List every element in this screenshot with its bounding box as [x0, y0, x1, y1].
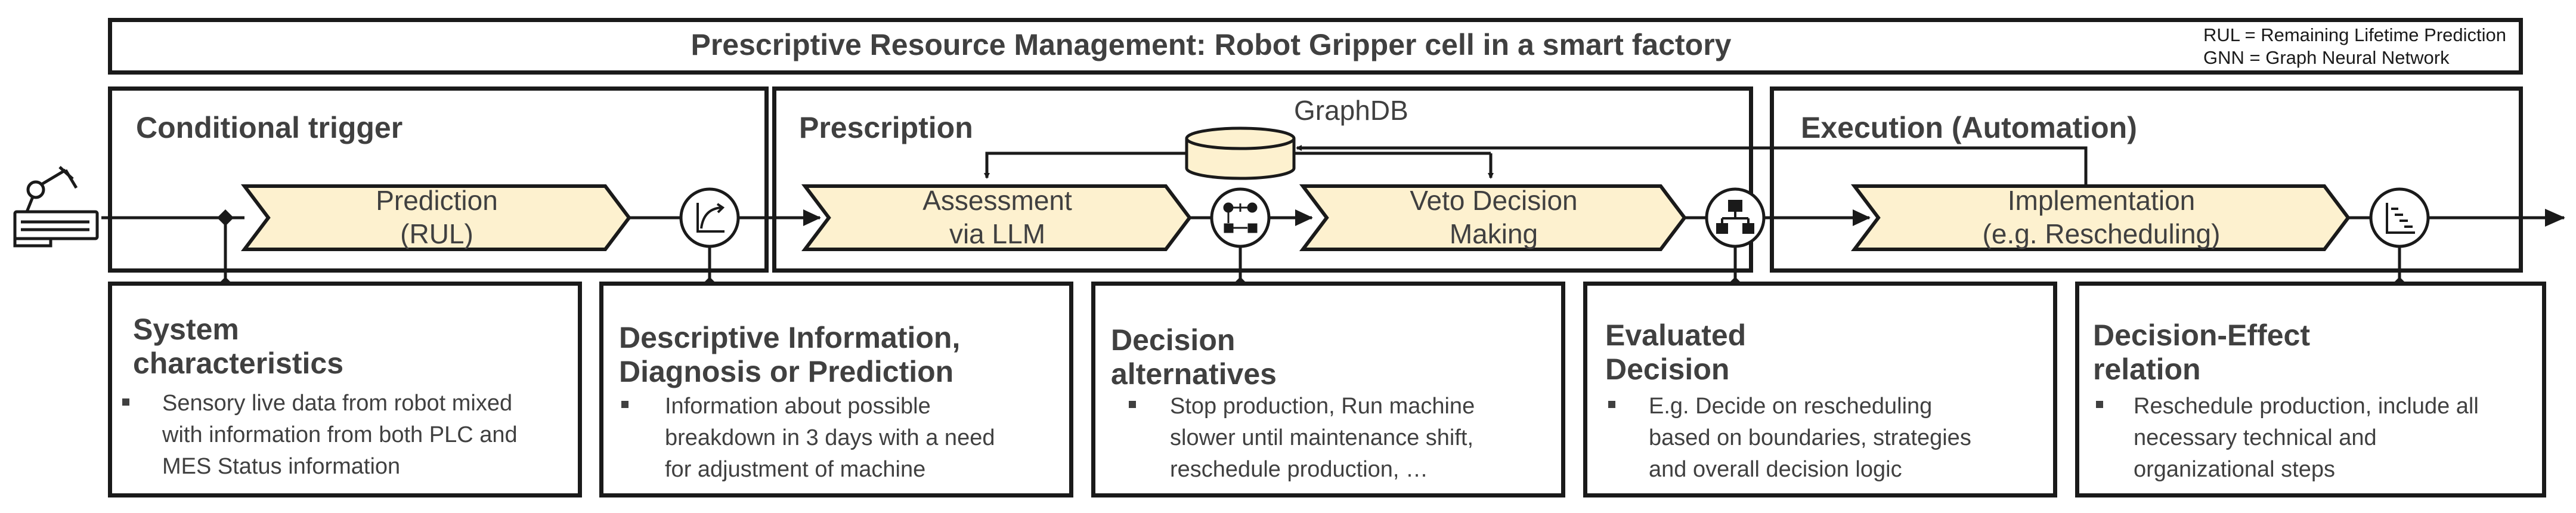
- card-1-title-line2: characteristics: [133, 347, 344, 380]
- card-3-title-line2: alternatives: [1111, 357, 1277, 391]
- step-implementation-label: Implementation (e.g. Rescheduling): [1878, 184, 2324, 251]
- card-3-body-line3: reschedule production, …: [1170, 457, 1429, 482]
- trend-chart-glyph: [696, 203, 725, 233]
- step-prediction-line1: Prediction: [376, 185, 498, 216]
- card-5-body-line2: necessary technical and: [2134, 425, 2377, 450]
- card-descriptive-information: [599, 282, 1073, 497]
- diagram-title: Prescriptive Resource Management: Robot …: [691, 28, 1732, 61]
- card-evaluated-decision: [1583, 282, 2057, 497]
- implementation-to-graphdb: [1296, 145, 2088, 186]
- step-implementation-line2: (e.g. Rescheduling): [1982, 218, 2221, 249]
- legend-gnn: GNN = Graph Neural Network: [2203, 47, 2450, 68]
- card-1-body-line3: MES Status information: [162, 454, 401, 479]
- card-1-bullet: [122, 398, 129, 406]
- card-5-body-line1: Reschedule production, include all: [2134, 394, 2479, 419]
- step-veto-line2: Making: [1449, 218, 1538, 249]
- card-4-body-line2: based on boundaries, strategies: [1649, 425, 1971, 450]
- card-4-title-line2: Decision: [1605, 353, 1730, 386]
- card-5-title-line2: relation: [2093, 353, 2201, 386]
- graphdb-connectors: [984, 145, 2088, 186]
- card-1-body-line1: Sensory live data from robot mixed: [162, 391, 513, 416]
- card-2-bullet: [621, 401, 628, 408]
- step-assessment-line2: via LLM: [949, 218, 1046, 249]
- card-1-body-line2: with information from both PLC and: [162, 422, 518, 447]
- decision-alternatives-glyph: [1223, 202, 1258, 233]
- section-frame-execution: [1770, 86, 2523, 273]
- graphdb-to-assessment: [984, 152, 1193, 179]
- decision-alternatives-icon: [1210, 187, 1271, 248]
- database-icon: [1185, 126, 1296, 180]
- card-4-body-line1: E.g. Decide on rescheduling: [1649, 394, 1933, 419]
- card-5-title-line1: Decision-Effect: [2093, 319, 2310, 352]
- card-system-characteristics: [108, 282, 582, 497]
- gantt-glyph: [2386, 203, 2415, 234]
- step-veto-label: Veto Decision Making: [1327, 184, 1661, 251]
- graphdb-label: GraphDB: [1294, 95, 1408, 126]
- step-prediction-label: Prediction (RUL): [268, 184, 605, 251]
- legend-rul: RUL = Remaining Lifetime Prediction: [2203, 24, 2507, 45]
- chevron-prediction: [240, 184, 631, 251]
- card-4-bullet: [1608, 401, 1615, 408]
- card-4-body-line3: and overall decision logic: [1649, 457, 1902, 482]
- card-3-body-line2: slower until maintenance shift,: [1170, 425, 1474, 450]
- card-1-title-line1: System: [133, 313, 239, 346]
- step-veto-line1: Veto Decision: [1410, 185, 1578, 216]
- card-2-body-line1: Information about possible: [665, 394, 931, 419]
- card-5-bullet: [2096, 401, 2103, 408]
- section-title-prescription: Prescription: [799, 111, 973, 144]
- card-2-body-line2: breakdown in 3 days with a need: [665, 425, 995, 450]
- step-assessment-label: Assessment via LLM: [829, 184, 1166, 251]
- card-decision-alternatives: [1091, 282, 1565, 497]
- diamond-top-1: [217, 209, 234, 226]
- card-decision-effect: [2075, 282, 2546, 497]
- card-3-title-line1: Decision: [1111, 323, 1236, 357]
- card-2-title-line1: Descriptive Information,: [619, 321, 961, 354]
- chevron-veto: [1299, 184, 1687, 251]
- section-frame-prescription: [772, 86, 1753, 273]
- card-3-bullet: [1129, 401, 1136, 408]
- step-prediction-line2: (RUL): [400, 218, 473, 249]
- card-2-title-line2: Diagnosis or Prediction: [619, 355, 954, 388]
- chevron-assessment: [801, 184, 1192, 251]
- card-2-body-line3: for adjustment of machine: [665, 457, 926, 482]
- section-title-trigger: Conditional trigger: [136, 111, 403, 144]
- step-implementation-line1: Implementation: [2007, 185, 2196, 216]
- robot-arm-icon: [13, 166, 99, 248]
- gantt-schedule-icon: [2369, 187, 2430, 248]
- trend-chart-icon: [679, 187, 740, 248]
- card-4-title-line1: Evaluated: [1605, 319, 1747, 352]
- header-banner: [108, 18, 2523, 75]
- section-title-execution: Execution (Automation): [1801, 111, 2137, 144]
- step-assessment-line1: Assessment: [922, 185, 1072, 216]
- card-3-body-line1: Stop production, Run machine: [1170, 394, 1475, 419]
- card-5-body-line3: organizational steps: [2134, 457, 2335, 482]
- section-frame-trigger: [108, 86, 769, 273]
- chevron-implementation: [1850, 184, 2351, 251]
- hierarchy-glyph: [1716, 200, 1754, 234]
